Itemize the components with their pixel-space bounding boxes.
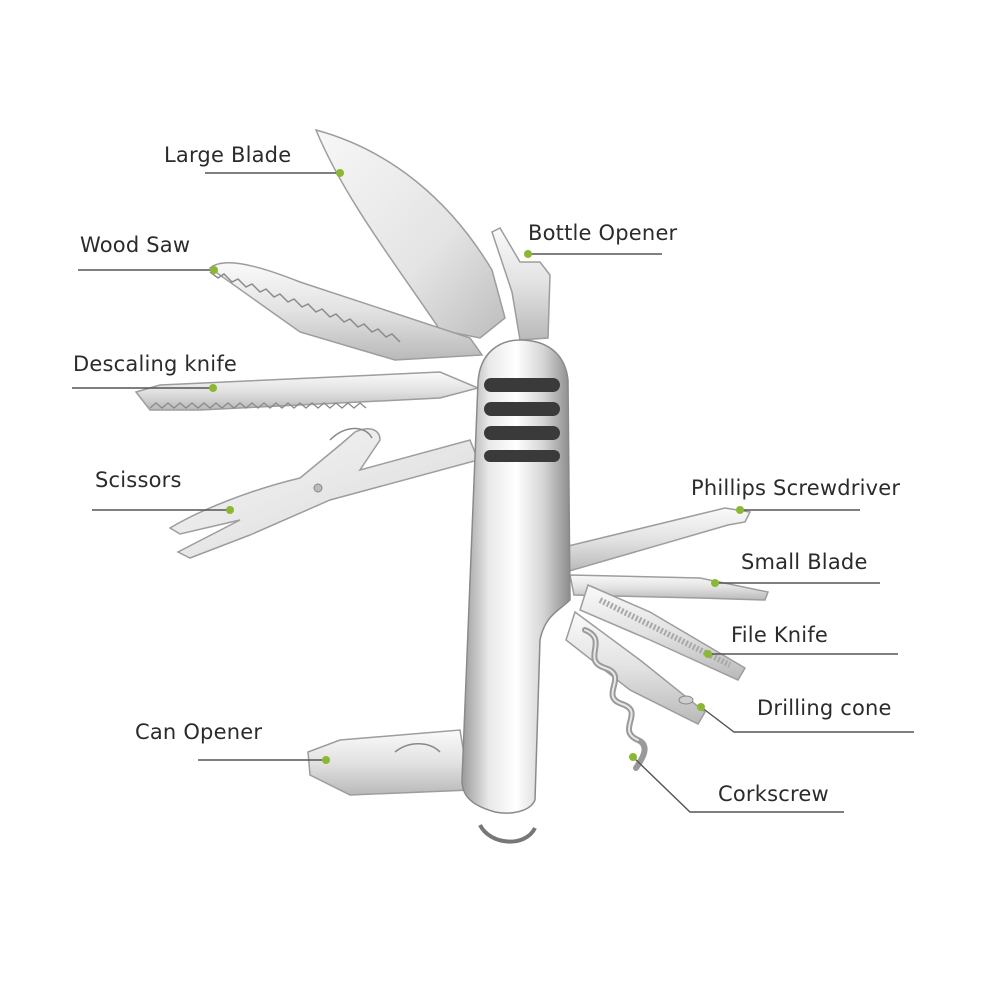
large-blade <box>314 128 506 339</box>
phillips-screwdriver <box>559 507 752 573</box>
label-file-knife: File Knife <box>731 623 829 647</box>
label-descaling-knife: Descaling knife <box>73 352 238 376</box>
label-phillips-screwdriver: Phillips Screwdriver <box>691 476 901 500</box>
handle <box>461 339 571 844</box>
label-bottle-opener: Bottle Opener <box>528 221 678 245</box>
bottle-opener <box>491 227 551 341</box>
wood-saw <box>208 262 484 361</box>
small-blade <box>569 574 770 601</box>
can-opener <box>307 729 471 796</box>
label-can-opener: Can Opener <box>135 720 263 744</box>
label-scissors: Scissors <box>95 468 182 492</box>
leader-lines <box>72 172 914 813</box>
marker-dots <box>209 169 744 764</box>
label-drilling-cone: Drilling cone <box>757 696 892 720</box>
label-corkscrew: Corkscrew <box>718 782 829 806</box>
label-small-blade: Small Blade <box>741 550 868 574</box>
scissors <box>168 427 480 559</box>
label-large-blade: Large Blade <box>164 143 292 167</box>
label-wood-saw: Wood Saw <box>80 233 191 257</box>
corkscrew <box>582 627 648 771</box>
drilling-cone <box>565 610 706 725</box>
descaling-knife <box>134 371 481 411</box>
